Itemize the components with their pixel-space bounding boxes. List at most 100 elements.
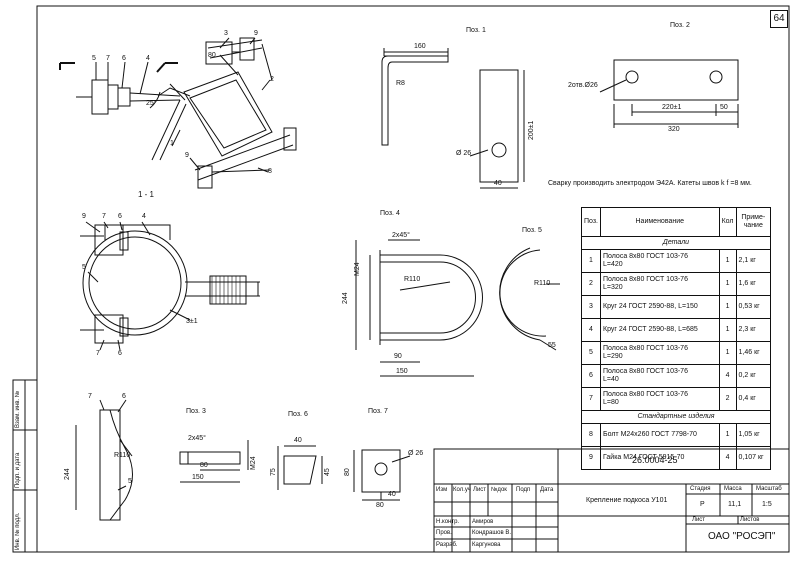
stage-label: Стадия: [690, 486, 711, 492]
rev-header: Изм: [436, 487, 448, 493]
callout: 5: [128, 478, 132, 485]
dimension: M24: [354, 262, 361, 276]
dimension: 200±1: [528, 120, 535, 140]
spec-name-line: Полоса 8х80 ГОСТ 103-76: [603, 368, 688, 375]
dimension: 3±1: [186, 318, 198, 325]
callout: 9: [82, 213, 86, 220]
side-stamp-label: Инв. № подл.: [15, 512, 21, 550]
dimension: 45: [324, 468, 331, 476]
dimension: 90: [394, 353, 402, 360]
spec-length-line: L=80: [603, 399, 619, 406]
spec-pos-cell: 2: [581, 272, 601, 296]
role: Пров.: [436, 530, 452, 536]
dimension: 75: [270, 468, 277, 476]
dimension: Ø 26: [408, 450, 424, 457]
spec-qty-cell: 1: [718, 249, 737, 273]
spec-qty-cell: 1: [718, 295, 737, 319]
side-stamp-label: Подп. и дата: [15, 452, 21, 488]
dimension: 150: [192, 474, 204, 481]
dimension: 2отв.Ø26: [568, 82, 598, 89]
spec-section-title: Детали: [581, 236, 771, 250]
spec-name-cell: Гайка М24 ГОСТ 5915-70: [600, 446, 720, 470]
dimension: 320: [668, 126, 680, 133]
dimension: 40: [388, 491, 396, 498]
spec-name-cell: Болт М24х260 ГОСТ 7798-70: [600, 423, 720, 447]
section-title: 1 - 1: [138, 190, 155, 199]
pos7-view: [353, 449, 411, 501]
spec-note-cell: 0,4 кг: [735, 387, 772, 411]
sheets-label: Листов: [740, 517, 760, 523]
dimension: 80: [200, 462, 208, 469]
spec-pos-cell: 3: [581, 295, 601, 319]
rev-header: Дата: [540, 487, 554, 493]
callout: 7: [102, 213, 106, 220]
pos5-title: Поз. 5: [522, 227, 542, 234]
callout: 4: [146, 55, 150, 62]
organization: ОАО "РОСЭП": [708, 531, 776, 542]
pos5-view: [499, 247, 560, 351]
spec-qty-cell: 1: [718, 423, 737, 447]
sheet-label: Лист: [692, 517, 706, 523]
clamp-view: [75, 399, 133, 521]
pos7-title: Поз. 7: [368, 408, 388, 415]
spec-qty-cell: 4: [718, 446, 737, 470]
spec-name-line: Полоса 8х80 ГОСТ 103-76: [603, 253, 688, 260]
dimension: R110: [534, 280, 551, 287]
spec-pos-cell: 7: [581, 387, 601, 411]
spec-name-cell: Круг 24 ГОСТ 2590-88, L=150: [600, 295, 720, 319]
spec-qty-cell: 1: [718, 318, 737, 342]
designation: 26.0004-25: [632, 455, 678, 465]
callout: 9: [185, 152, 189, 159]
spec-pos-cell: 4: [581, 318, 601, 342]
spec-pos-cell: 6: [581, 364, 601, 388]
pos3-view: [179, 440, 249, 483]
callout: 6: [118, 350, 122, 357]
signer-name: Кондрашов В.: [472, 530, 511, 536]
sheet-frame: [36, 5, 790, 553]
title-block-lines: [433, 448, 790, 553]
callout: 2: [270, 76, 274, 83]
pos4-title: Поз. 4: [380, 210, 400, 217]
dimension: 55: [548, 342, 556, 349]
spec-note-cell: 0,53 кг: [735, 295, 772, 319]
dimension: M24: [250, 456, 257, 470]
spec-note-cell: 1,05 кг: [735, 423, 772, 447]
side-stamp-label: Взам. инв. №: [15, 390, 21, 428]
section-1-1-view: [80, 221, 260, 351]
rev-header: №док: [491, 487, 507, 493]
spec-section-row: Детали: [581, 236, 771, 250]
spec-note-cell: 0,107 кг: [735, 446, 772, 470]
dimension: R110: [404, 276, 421, 283]
spec-section-row: Стандартные изделия: [581, 410, 771, 424]
col-header-qty: Кол: [718, 207, 737, 237]
spec-name-line: Болт М24х260 ГОСТ 7798-70: [603, 431, 697, 438]
spec-note-cell: 2,1 кг: [735, 249, 772, 273]
dimension: Ø 26: [456, 150, 472, 157]
dimension: 2х45°: [188, 435, 206, 442]
dimension: 80: [376, 502, 384, 509]
pos6-view: [277, 445, 323, 490]
pos1-view: [381, 48, 525, 189]
dimension: R110: [114, 452, 131, 459]
callout: 6: [122, 393, 126, 400]
col-header-name: Наименование: [600, 207, 720, 237]
callout: 7: [106, 55, 110, 62]
callout: 7: [96, 350, 100, 357]
dimension: 80: [208, 52, 216, 59]
callout: 4: [142, 213, 146, 220]
scale-label: Масштаб: [756, 486, 782, 492]
dimension: 40: [294, 437, 302, 444]
spec-pos-cell: 5: [581, 341, 601, 365]
spec-length-line: L=420: [603, 261, 623, 268]
spec-pos-cell: 8: [581, 423, 601, 447]
mass-label: Масса: [724, 486, 742, 492]
